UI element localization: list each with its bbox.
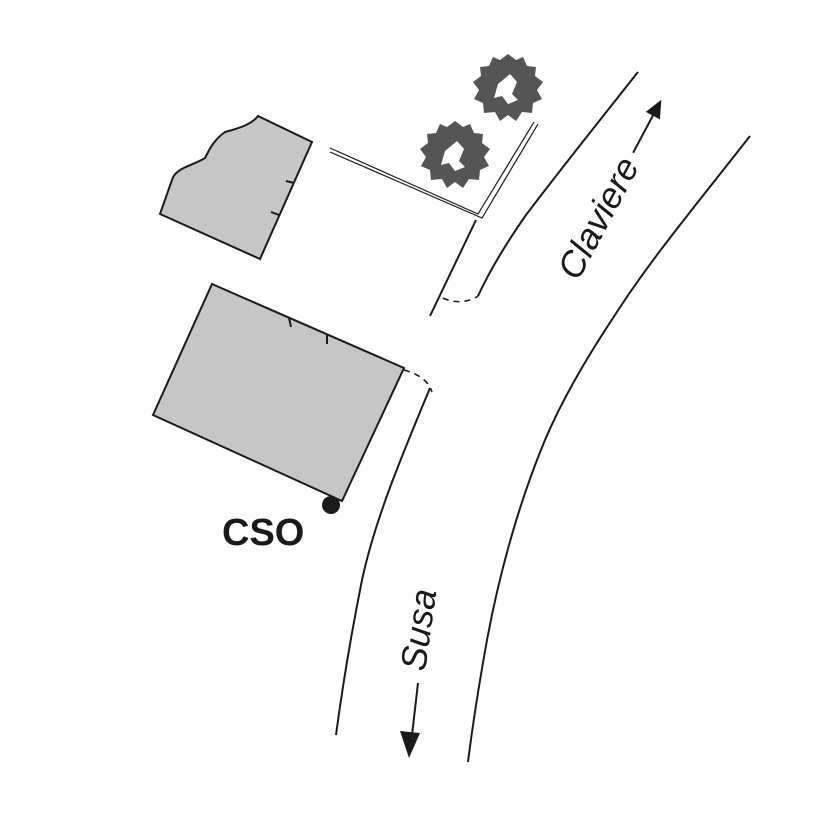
building-upper-tick-1 — [285, 180, 295, 184]
station-marker-icon — [322, 496, 340, 514]
road-edge-west-upper — [429, 219, 477, 317]
direction-susa: Susa — [392, 586, 444, 673]
building-upper — [158, 114, 314, 261]
driveway-dashed-south — [403, 369, 433, 393]
fence-double-line-inner — [329, 123, 539, 219]
arrow-head-icon — [645, 99, 662, 120]
direction-susa-label: Susa — [392, 586, 444, 673]
road-edge-middle — [477, 71, 639, 297]
arrow-icon — [411, 682, 419, 736]
driveway-dashed-north — [442, 295, 479, 303]
road-edge-east — [467, 135, 751, 763]
building-upper-tick-2 — [270, 211, 280, 216]
road-edge-west-lower — [335, 387, 431, 736]
direction-claviere-label: Claviere — [549, 150, 647, 286]
building-station-tick-1 — [288, 317, 292, 328]
tree-icon — [420, 121, 490, 188]
arrow-icon — [632, 109, 657, 154]
direction-claviere: Claviere — [549, 99, 662, 286]
building-station — [151, 282, 406, 503]
station-label: CSO — [222, 512, 304, 554]
tree-icon — [473, 54, 543, 121]
fence-double-line — [329, 121, 535, 215]
arrow-head-icon — [400, 731, 420, 758]
